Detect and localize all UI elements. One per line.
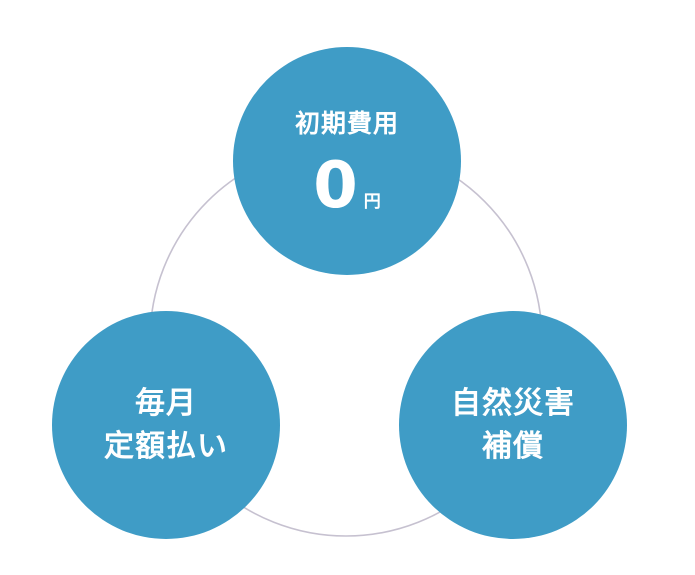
disaster-compensation-line-1: 自然災害 bbox=[451, 385, 575, 421]
initial-cost-title: 初期費用 bbox=[294, 109, 399, 138]
monthly-fixed-line-1: 毎月 bbox=[135, 385, 197, 421]
initial-cost-price: 0 円 bbox=[313, 154, 381, 218]
monthly-fixed-circle: 毎月 定額払い bbox=[52, 311, 280, 539]
disaster-compensation-line-2: 補償 bbox=[482, 429, 544, 464]
initial-cost-circle: 初期費用 0 円 bbox=[233, 47, 461, 275]
disaster-compensation-circle: 自然災害 補償 bbox=[399, 311, 627, 539]
monthly-fixed-line-2: 定額払い bbox=[104, 429, 228, 464]
initial-cost-unit: 円 bbox=[363, 192, 381, 212]
initial-cost-value: 0 bbox=[313, 149, 358, 223]
